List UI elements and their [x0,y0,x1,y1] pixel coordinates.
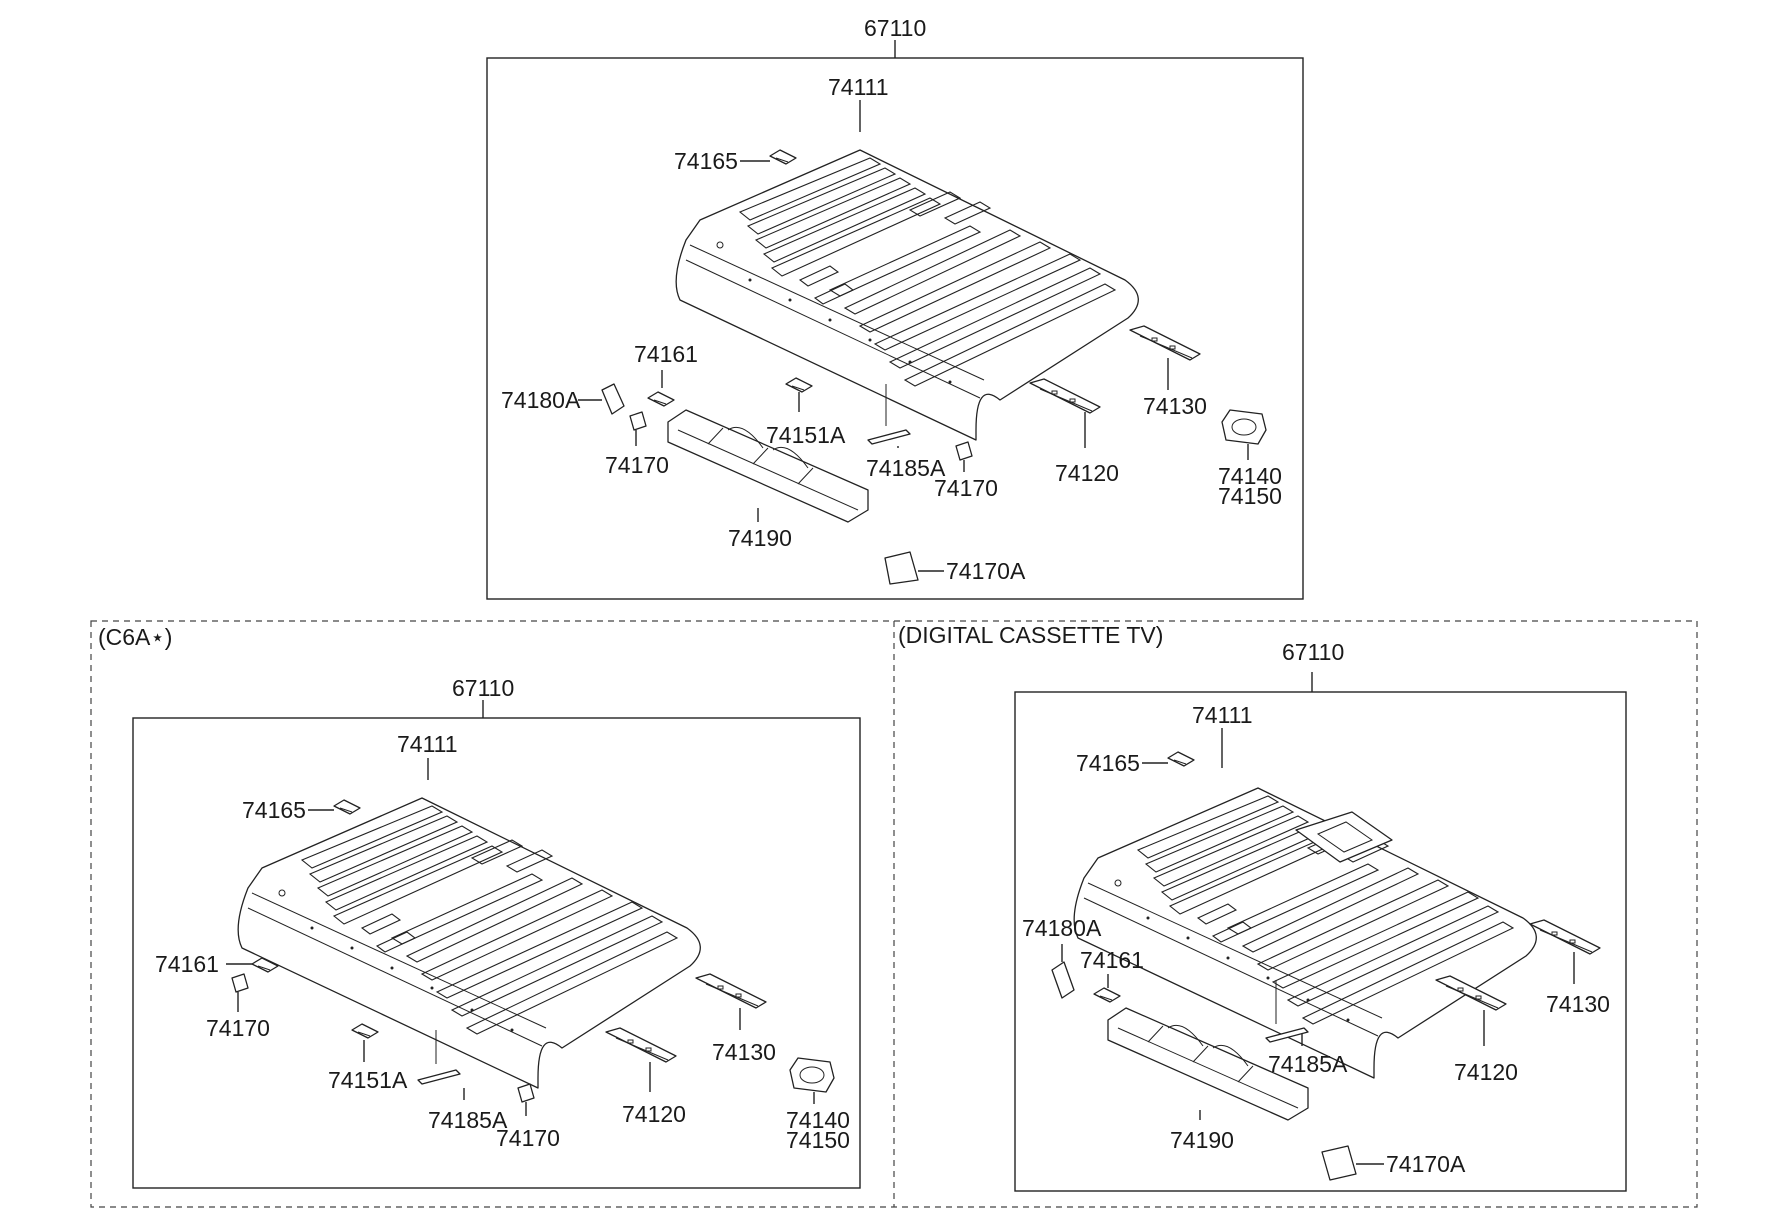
right-assembly-label: 67110 [1282,639,1344,665]
right-pad-a-drawing [1051,961,1075,999]
label-rail-rear: 74120 [1055,460,1119,486]
bracket-a-drawing [769,149,797,165]
right-label-rail-front: 74130 [1546,991,1610,1017]
right-label-pad-a: 74180A [1022,915,1102,941]
left-variant-label: (C6A⋆) [98,624,172,650]
left-ring-drawing [789,1057,835,1093]
right-label-roof-panel: 74111 [1192,702,1253,728]
left-rail-rear-drawing [605,1027,677,1063]
right-rail-front-drawing [1529,919,1601,955]
left-label-bow: 74185A [428,1107,508,1133]
left-label-ring-a: 74140 [786,1107,850,1133]
label-nut: 74151A [766,422,846,448]
right-label-long-pad: 74190 [1170,1127,1234,1153]
right-pad-b-drawing [1321,1145,1357,1181]
main-panel: 67110 74111 74165 74130 74120 74140 7415… [486,15,1304,600]
left-panel-frame [132,717,861,1189]
label-ring-a: 74140 [1218,463,1282,489]
label-ring-b: 74150 [1218,483,1282,509]
rail-rear-drawing [1029,378,1101,414]
label-long-pad: 74190 [728,525,792,551]
left-label-bracket-b: 74161 [155,951,219,977]
left-rail-front-drawing [695,973,767,1009]
left-label-clip-b: 74170 [496,1125,560,1151]
left-label-rail-front: 74130 [712,1039,776,1065]
label-bracket-a: 74165 [674,148,738,174]
right-label-bracket-b: 74161 [1080,947,1144,973]
right-bracket-b-drawing [1093,987,1121,1003]
right-label-bow: 74185A [1268,1051,1348,1077]
left-label-clip: 74170 [206,1015,270,1041]
right-label-rail-rear: 74120 [1454,1059,1518,1085]
label-roof-panel: 74111 [828,74,889,100]
label-pad-a: 74180A [501,387,581,413]
label-pad-b: 74170A [946,558,1026,584]
right-label-bracket-a: 74165 [1076,750,1140,776]
label-bracket-b: 74161 [634,341,698,367]
left-label-rail-rear: 74120 [622,1101,686,1127]
right-bracket-a-drawing [1167,751,1195,767]
left-nut-drawing [351,1023,379,1039]
label-clip: 74170 [605,452,669,478]
right-panel: (DIGITAL CASSETTE TV) 67110 74111 74165 … [898,622,1627,1192]
left-assembly-label: 67110 [452,675,514,701]
ring-drawing [1221,409,1267,445]
left-bow-drawing [417,1069,461,1085]
left-label-roof-panel: 74111 [397,731,458,757]
left-label-bracket-a: 74165 [242,797,306,823]
main-assembly-label: 67110 [864,15,926,41]
left-label-nut: 74151A [328,1067,408,1093]
left-panel: (C6A⋆) 67110 74111 74165 74161 74170 741… [98,624,861,1189]
label-clip-b: 74170 [934,475,998,501]
left-bracket-a-drawing [333,799,361,815]
right-panel-frame [1014,691,1627,1192]
left-clip-b-drawing [517,1083,535,1103]
left-label-ring-b: 74150 [786,1127,850,1153]
right-variant-label: (DIGITAL CASSETTE TV) [898,622,1163,648]
right-tv-opening [1295,811,1393,863]
left-clip-drawing [231,973,249,993]
label-rail-front: 74130 [1143,393,1207,419]
nut-drawing [785,377,813,393]
bow-drawing [867,429,911,445]
rail-front-drawing [1129,325,1201,361]
clip-b-drawing [955,441,973,461]
pad-b-drawing [884,551,919,585]
pad-a-drawing [601,383,625,415]
clip-drawing [629,411,647,431]
right-label-pad-b: 74170A [1386,1151,1466,1177]
label-bow: 74185A [866,455,946,481]
bracket-b-drawing [647,391,675,407]
